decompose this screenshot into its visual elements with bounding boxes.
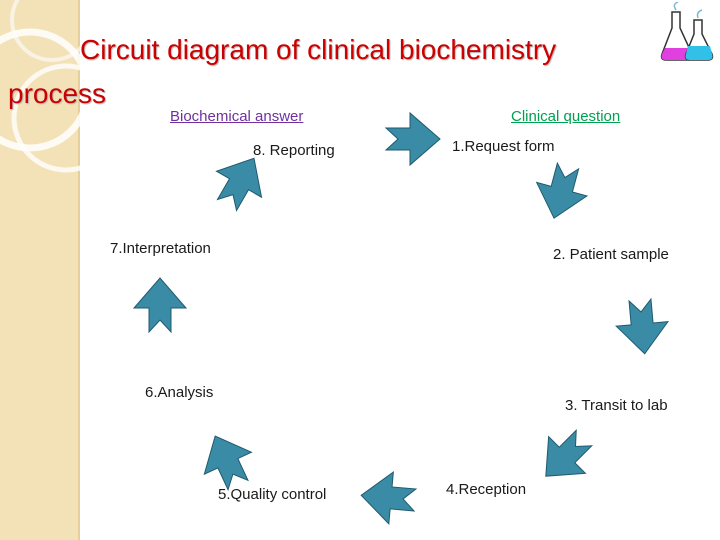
step-reception: 4.Reception — [446, 481, 527, 498]
arrow-reception-to-quality — [360, 470, 418, 525]
arrow-transit-to-reception — [545, 428, 594, 477]
step-interpretation: 7.Interpretation — [110, 240, 211, 257]
step-patient-sample: 2. Patient sample — [553, 246, 669, 263]
arrow-quality-to-analysis — [203, 435, 253, 492]
clinical-question-link[interactable]: Clinical question — [511, 108, 621, 125]
page-title: Circuit diagram of clinical biochemistry… — [8, 34, 557, 109]
left-decorative-band — [0, 0, 80, 540]
arrow-analysis-to-interpretation — [132, 277, 188, 334]
step-request-form: 1.Request form — [452, 138, 555, 155]
biochemical-answer-link[interactable]: Biochemical answer — [170, 108, 304, 125]
arrow-interpretation-to-reporting — [215, 157, 263, 212]
arrow-sample-to-transit — [615, 297, 670, 355]
step-quality-control: 5.Quality control — [218, 486, 327, 503]
circle-rings-decoration — [0, 0, 121, 173]
arrow-answer-to-question — [384, 111, 441, 167]
step-reporting: 8. Reporting — [253, 142, 335, 159]
step-analysis: 6.Analysis — [145, 384, 214, 401]
arrow-request-to-sample — [535, 161, 589, 219]
step-transit-to-lab: 3. Transit to lab — [565, 397, 668, 414]
lab-flasks-icon — [660, 2, 714, 61]
